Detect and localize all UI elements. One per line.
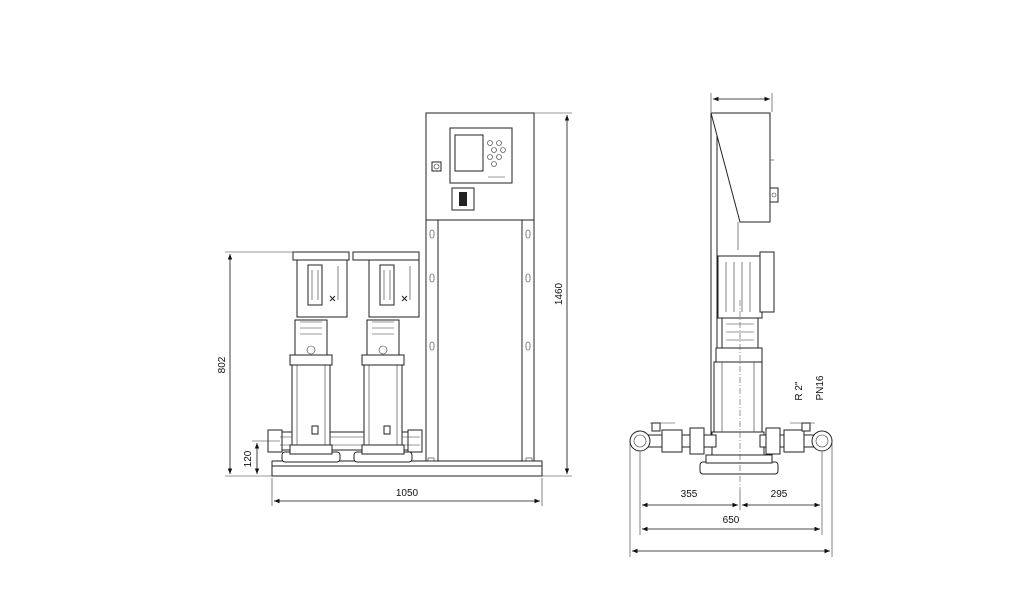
side-pump-body <box>713 361 763 433</box>
connection-label: R 2" <box>794 381 805 401</box>
pump-2 <box>352 251 420 463</box>
pressure-rating-label: PN16 <box>815 375 826 400</box>
controller-display <box>454 134 484 172</box>
side-view: R 2" PN16 355 295 650 <box>629 93 833 557</box>
front-base-frame <box>271 460 543 477</box>
side-dimensions <box>629 93 833 557</box>
pump-1 <box>281 251 350 463</box>
side-manifold <box>629 422 833 455</box>
dim-label-355: 355 <box>681 489 698 500</box>
side-cabinet-box <box>710 112 771 223</box>
dim-label-1460: 1460 <box>554 282 565 305</box>
dim-label-650: 650 <box>723 515 740 526</box>
front-dimensions <box>225 112 572 506</box>
control-cabinet <box>425 112 535 462</box>
dim-label-802: 802 <box>217 356 228 373</box>
dim-label-295: 295 <box>771 489 788 500</box>
side-motor <box>717 255 763 319</box>
front-view: 802 120 1460 1050 <box>217 112 572 506</box>
dim-label-120: 120 <box>243 450 254 467</box>
side-base <box>699 461 779 475</box>
dim-label-1050: 1050 <box>396 488 419 499</box>
indicator-lamp <box>431 161 442 172</box>
